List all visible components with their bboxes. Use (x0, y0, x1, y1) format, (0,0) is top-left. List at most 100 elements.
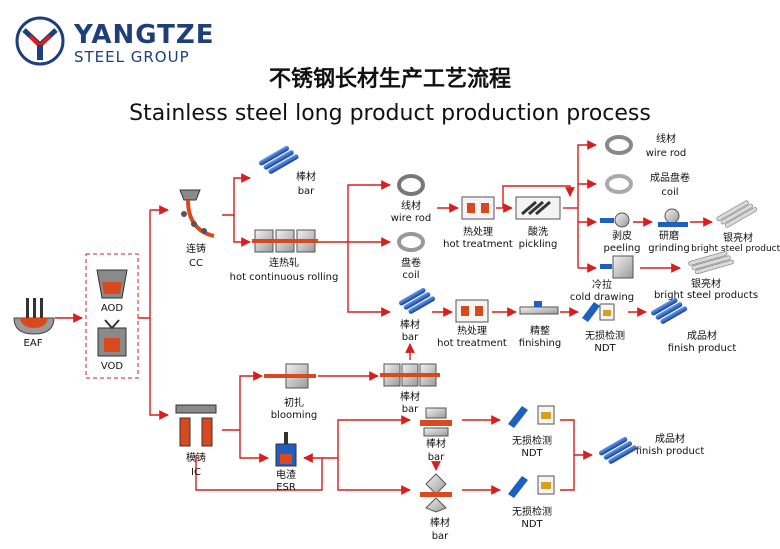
finish2-label-cn: 成品材 (655, 432, 685, 445)
ic-ladle-icon (175, 404, 217, 414)
ndt3-node: 无损检测 NDT (508, 475, 555, 530)
coil1-label-cn: 盘卷 (401, 256, 421, 269)
finish2-label-en: finish product (636, 446, 705, 457)
vod-label: VOD (101, 361, 124, 372)
bright1-label-cn: 银亮材 (723, 231, 753, 244)
vod-melt-icon (104, 338, 120, 352)
coil1-coil-icon (397, 232, 425, 252)
grinding-label-cn: 研磨 (659, 230, 679, 242)
bar3-label-en: bar (402, 404, 419, 415)
ndt3-label-cn: 无损检测 (512, 505, 552, 518)
finish2-rods-icon (598, 436, 637, 464)
cc-label-en: CC (189, 258, 203, 269)
pickling-label-en: pickling (519, 239, 558, 250)
arrow-hcr-bar (347, 242, 391, 317)
bar1-label-cn: 棒材 (296, 170, 316, 183)
cc-roller-icon (191, 221, 197, 227)
ndt1-label-en: NDT (594, 343, 616, 354)
arrow-ic-esr-loop (195, 453, 323, 491)
ht2-heat-icon (475, 306, 483, 316)
eaf-electrode-icon (26, 298, 29, 318)
vod-node: VOD (97, 319, 127, 372)
colddraw-label-en: cold drawing (570, 292, 634, 303)
colddraw-node: 冷拉 cold drawing (570, 255, 634, 303)
ic-node: 模铸 IC (175, 404, 217, 478)
arrow-to-wirerod2 (577, 140, 597, 268)
ndt1-probe-icon (582, 302, 600, 322)
bright1-rods-icon (716, 200, 758, 228)
bar1-node: 棒材 bar (258, 145, 316, 197)
bar4-label-en: bar (428, 452, 445, 463)
finish1-label-cn: 成品材 (687, 329, 717, 342)
bar5-label-cn: 棒材 (430, 516, 450, 529)
arrow-esr-bar4 (322, 415, 411, 459)
ic-mould-icon (201, 417, 213, 447)
brand-name: YANGTZE (73, 20, 214, 50)
wirerod1-coil-icon (397, 174, 425, 196)
aod-node: AOD (96, 269, 128, 314)
bright1-label-en: bright steel products (691, 244, 780, 254)
line-refining-up (138, 210, 151, 319)
ndt3-probe-icon (508, 476, 528, 498)
finish1-rods-icon (650, 297, 688, 324)
finish1-label-en: finish product (668, 343, 737, 354)
grinding-label-en: grinding (648, 243, 689, 254)
ic-label-en: IC (191, 467, 201, 478)
bar4-label-cn: 棒材 (426, 437, 446, 450)
bar4-node: 棒材 bar (420, 407, 452, 463)
eaf-node: EAF (13, 298, 55, 349)
wirerod1-label-cn: 线材 (401, 199, 421, 212)
ht1-label-en: hot treatment (443, 239, 513, 250)
ic-mould-icon (179, 417, 191, 447)
finishing-label-en: finishing (519, 338, 561, 349)
hcr-label-en: hot continuous rolling (230, 272, 339, 283)
bar5-node: 棒材 bar (420, 473, 452, 542)
esr-melt-icon (280, 454, 292, 464)
finish2-node: 成品材 finish product (598, 432, 705, 464)
ht2-heat-icon (461, 306, 469, 316)
title-en: Stainless steel long product production … (129, 101, 651, 126)
grinding-node: 研磨 grinding (648, 208, 690, 254)
ic-label-cn: 模铸 (186, 451, 206, 464)
ndt2-probe-icon (508, 406, 528, 428)
bright1-node: 银亮材 bright steel products (691, 200, 780, 254)
bar2-label-en: bar (402, 332, 419, 343)
eaf-electrode-icon (40, 298, 43, 318)
bar5-forge-icon (425, 473, 447, 495)
logo-ring (15, 16, 65, 66)
blooming-label-en: blooming (271, 410, 318, 421)
peeling-head-icon (614, 212, 630, 228)
logo-stem (37, 45, 43, 60)
coil2-coil-icon (605, 174, 633, 194)
bar5-label-en: bar (432, 531, 449, 542)
brand-sub: STEEL GROUP (74, 48, 190, 66)
grinding-bar-icon (658, 222, 688, 227)
wirerod1-label-en: wire rod (391, 213, 432, 224)
ht2-furnace-icon (455, 299, 489, 323)
arrow-cc-hcr (233, 215, 251, 247)
ht2-label-en: hot treatment (437, 338, 507, 349)
colddraw-die-icon (612, 255, 634, 279)
bar3-label-cn: 棒材 (400, 390, 420, 403)
coil1-label-en: coil (402, 270, 419, 281)
ht1-furnace-icon (461, 196, 495, 220)
ht2-label-cn: 热处理 (457, 324, 487, 337)
ndt2-node: 无损检测 NDT (508, 405, 555, 459)
bar3-strip-icon (380, 373, 440, 377)
blooming-billet-icon (264, 374, 316, 378)
ndt1-node: 无损检测 NDT (582, 302, 625, 354)
logo: YANGTZE STEEL GROUP (15, 16, 214, 66)
bright2-rods-icon (688, 251, 734, 275)
arrow-hcr-wirerod (347, 180, 391, 242)
bar2-label-cn: 棒材 (400, 318, 420, 331)
hcr-node: 连热轧 hot continuous rolling (230, 229, 339, 283)
esr-electrode-icon (284, 432, 288, 444)
wirerod2-label-cn: 线材 (656, 132, 676, 145)
hcr-strip-icon (252, 239, 318, 243)
coil2-label-cn: 成品盘卷 (650, 171, 690, 184)
aod-melt-icon (102, 282, 122, 294)
bar5-billet-icon (420, 492, 452, 497)
coil2-label-en: coil (661, 187, 678, 198)
ht1-heat-icon (467, 203, 475, 213)
cc-roller-icon (201, 228, 207, 234)
